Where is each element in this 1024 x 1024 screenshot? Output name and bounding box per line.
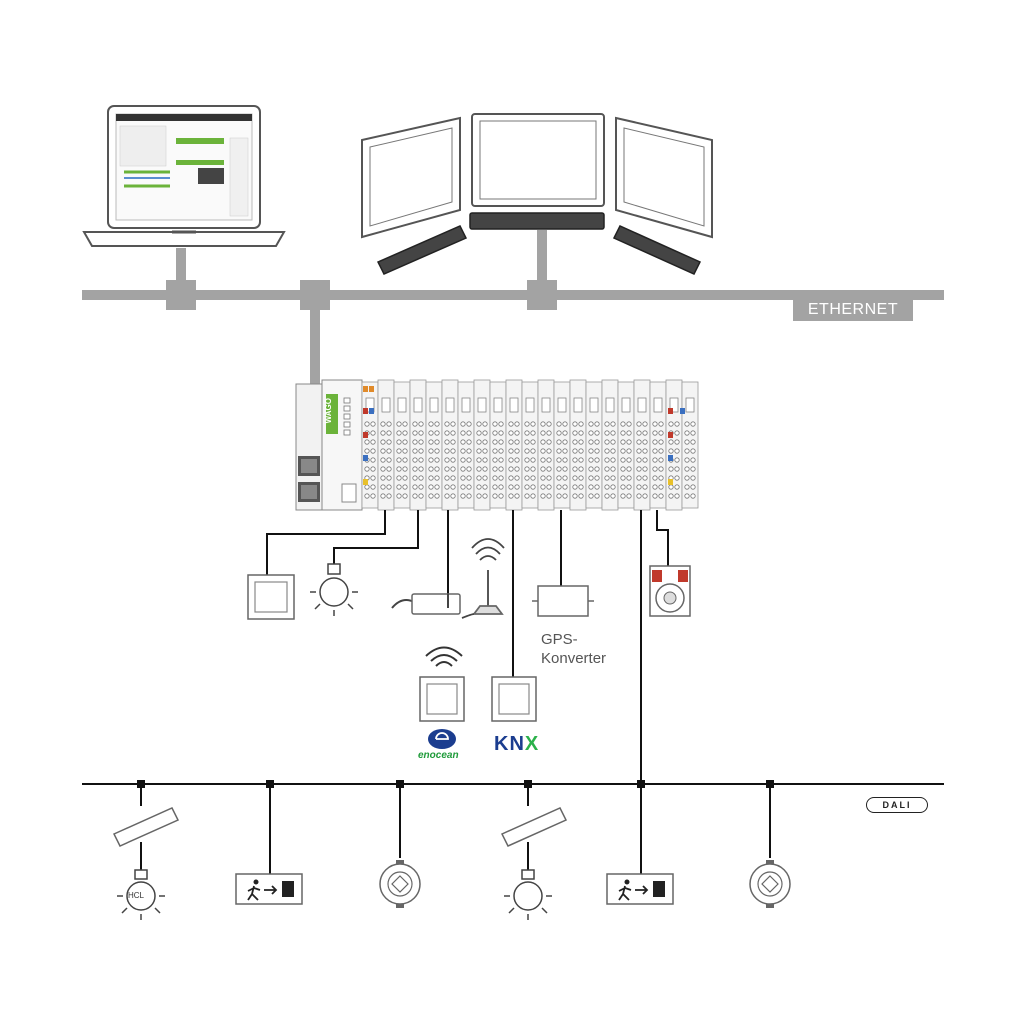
io-module xyxy=(649,381,667,509)
io-module xyxy=(585,381,603,509)
hcl-label: HCL xyxy=(128,891,145,900)
gps-box-icon xyxy=(532,585,594,617)
io-module xyxy=(633,379,651,511)
io-module xyxy=(521,381,539,509)
dali-label: DALI xyxy=(866,797,928,813)
potential-marker xyxy=(369,386,374,392)
sensor-icon xyxy=(649,565,691,617)
exit-sign-icon xyxy=(235,873,674,905)
downlight-icon xyxy=(379,860,791,908)
keyboard-icon xyxy=(376,212,702,275)
knx-label-kn: KN xyxy=(494,733,525,755)
io-module xyxy=(409,379,427,511)
potential-marker xyxy=(363,455,368,461)
ballast-icon xyxy=(391,593,461,615)
io-module xyxy=(553,381,571,509)
io-module xyxy=(361,381,379,509)
gps-label-line2: Konverter xyxy=(541,650,607,667)
gps-label-line1: GPS- xyxy=(541,631,578,648)
io-module xyxy=(617,381,635,509)
gps-converter-label: GPS- Konverter xyxy=(541,630,606,668)
io-module xyxy=(681,381,699,509)
io-module xyxy=(601,379,619,511)
knx-label: KNX xyxy=(494,733,539,756)
field-wiring xyxy=(266,510,669,784)
monitor-icon xyxy=(361,113,713,239)
potential-marker xyxy=(369,408,374,414)
io-module xyxy=(425,381,443,509)
potential-marker xyxy=(668,408,673,414)
enocean-label: enocean xyxy=(418,750,459,761)
io-module xyxy=(505,379,523,511)
bus-taps xyxy=(137,780,774,788)
io-module-rack xyxy=(361,379,699,511)
potential-marker xyxy=(668,455,673,461)
switch-icon xyxy=(419,676,537,722)
potential-marker xyxy=(680,408,685,414)
potential-marker xyxy=(363,432,368,438)
laptop-icon xyxy=(82,105,286,247)
io-module xyxy=(377,379,395,511)
bulb-icon xyxy=(310,563,358,616)
potential-marker xyxy=(363,479,368,485)
bulb-icon xyxy=(117,869,552,920)
enocean-logo-icon xyxy=(428,729,456,749)
wireless-icon xyxy=(425,646,463,667)
io-module xyxy=(569,379,587,511)
io-module xyxy=(393,381,411,509)
io-module xyxy=(457,381,475,509)
io-module xyxy=(665,379,683,511)
dali-bus xyxy=(82,783,944,874)
potential-marker xyxy=(363,408,368,414)
ballast-icon xyxy=(112,807,568,847)
io-module xyxy=(537,379,555,511)
ethernet-label: ETHERNET xyxy=(793,299,913,321)
io-module xyxy=(473,379,491,511)
ethernet-bus xyxy=(82,230,944,386)
knx-label-x: X xyxy=(524,733,540,755)
switch-icon xyxy=(247,574,295,620)
io-module xyxy=(489,381,507,509)
potential-marker xyxy=(668,479,673,485)
controller-icon xyxy=(295,379,363,511)
controller-brand-label: WAGO xyxy=(324,398,333,424)
potential-marker xyxy=(363,386,368,392)
io-module xyxy=(441,379,459,511)
antenna-icon xyxy=(461,538,505,619)
potential-marker xyxy=(668,432,673,438)
